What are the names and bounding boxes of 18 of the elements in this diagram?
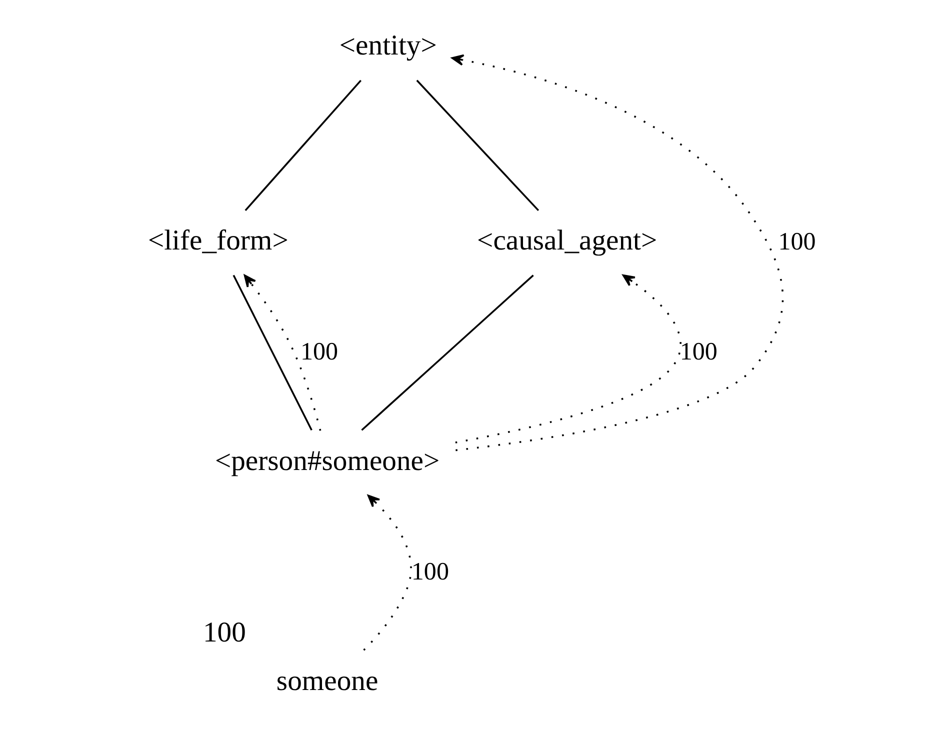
node-text: <entity> — [339, 30, 437, 62]
arrow — [244, 274, 322, 431]
arrow — [455, 274, 682, 444]
node-text: <life_form> — [148, 224, 288, 257]
edge-label: 100 — [411, 558, 449, 586]
arrow — [451, 54, 784, 452]
connector — [244, 80, 362, 212]
connector — [361, 274, 534, 431]
edge-label: 100 — [778, 228, 816, 256]
node-text: someone — [276, 664, 378, 697]
edge-label: 100 — [300, 338, 338, 366]
arrow — [363, 494, 412, 651]
node-text: <person#someone> — [214, 444, 440, 477]
node-text: <causal_agent> — [477, 224, 658, 257]
connector — [416, 80, 540, 212]
edge-label: 100 — [680, 338, 718, 366]
node-label: 100 — [202, 616, 246, 649]
connector — [232, 274, 312, 431]
